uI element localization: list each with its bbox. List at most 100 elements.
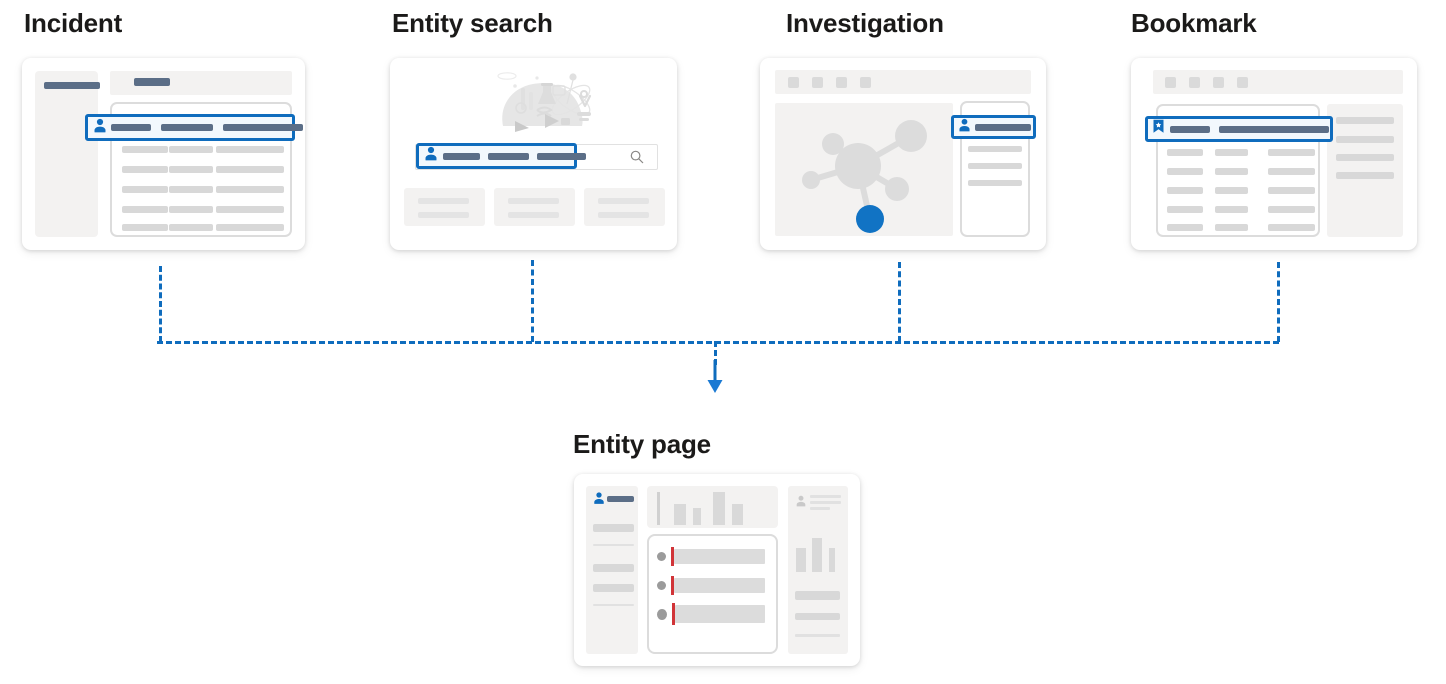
bookmark-row-cell xyxy=(1219,125,1329,133)
incident-cell xyxy=(169,186,213,193)
toolbar-icon xyxy=(812,77,823,88)
incident-cell xyxy=(122,146,168,153)
person-icon xyxy=(958,118,971,137)
toolbar-icon xyxy=(1165,77,1176,88)
incident-cell xyxy=(122,166,168,173)
entity-highlight-row-bookmark[interactable] xyxy=(1145,116,1333,142)
person-icon xyxy=(593,491,605,510)
bookmark-cell xyxy=(1167,224,1203,231)
entity-page-rail-divider xyxy=(593,544,634,546)
bookmark-cell xyxy=(1268,149,1315,156)
toolbar-icon xyxy=(1213,77,1224,88)
search-token-cell xyxy=(488,152,529,160)
entity-page-rail-divider xyxy=(593,604,634,606)
entity-page-right-rail xyxy=(788,486,848,654)
toolbar-icon xyxy=(1189,77,1200,88)
incident-nav-title-bar xyxy=(44,82,100,89)
bookmark-cell xyxy=(1167,168,1203,175)
alert-severity-tick xyxy=(671,547,674,566)
card-title-bookmark: Bookmark xyxy=(1131,8,1257,38)
bookmark-table-frame xyxy=(1156,104,1320,237)
incident-command-bar-label xyxy=(134,78,170,86)
card-title-investigation: Investigation xyxy=(786,8,944,38)
incident-cell xyxy=(169,166,213,173)
mock-card-investigation[interactable] xyxy=(760,58,1046,250)
bookmark-cell xyxy=(1268,187,1315,194)
connector-bus xyxy=(157,341,1279,344)
bookmark-cell xyxy=(1268,206,1315,213)
person-icon xyxy=(93,118,107,138)
card-title-incident: Incident xyxy=(24,8,123,38)
connector-stem-entity-search xyxy=(531,260,534,342)
mock-card-entity-page[interactable] xyxy=(574,474,860,666)
alert-row xyxy=(674,578,765,593)
side-pane-line xyxy=(1336,136,1394,143)
incident-cell xyxy=(122,206,168,213)
search-icon[interactable] xyxy=(630,150,644,169)
incident-cell xyxy=(169,146,213,153)
mock-card-incident[interactable] xyxy=(22,58,305,250)
incident-cell xyxy=(216,206,284,213)
entity-row-cell xyxy=(975,123,1031,131)
investigation-graph-canvas[interactable] xyxy=(775,103,953,236)
search-result-tile[interactable] xyxy=(404,188,485,226)
bookmark-cell xyxy=(1215,187,1248,194)
entity-page-rail-line xyxy=(593,524,634,532)
entity-page-name-bar xyxy=(607,496,634,502)
entity-page-timeline-chart xyxy=(647,486,778,528)
bookmark-cell xyxy=(1215,168,1248,175)
incident-cell xyxy=(169,224,213,231)
toolbar-icon xyxy=(836,77,847,88)
bookmark-cell xyxy=(1167,149,1203,156)
search-result-tile[interactable] xyxy=(584,188,665,226)
bookmark-cell xyxy=(1215,224,1248,231)
mock-card-bookmark[interactable] xyxy=(1131,58,1417,250)
connector-stem-incident xyxy=(159,266,162,342)
entity-highlight-row-investigation[interactable] xyxy=(951,115,1036,139)
entity-row-cell xyxy=(223,124,303,131)
toolbar-icon xyxy=(1237,77,1248,88)
bookmark-side-pane xyxy=(1327,104,1403,237)
connector-stem-entity-page xyxy=(714,341,717,365)
side-pane-line xyxy=(1336,117,1394,124)
bookmark-cell xyxy=(1167,187,1203,194)
toolbar-icon xyxy=(788,77,799,88)
alert-severity-dot xyxy=(657,581,666,590)
entity-row-cell xyxy=(161,124,213,131)
details-line xyxy=(968,180,1022,186)
person-icon xyxy=(424,146,438,166)
side-pane-line xyxy=(1336,154,1394,161)
incident-cell xyxy=(216,146,284,153)
card-title-entity-page: Entity page xyxy=(573,429,711,459)
alert-severity-tick xyxy=(671,576,674,595)
details-line xyxy=(968,163,1022,169)
entity-row-cell xyxy=(111,124,151,131)
alert-row xyxy=(675,605,765,623)
toolbar-icon xyxy=(860,77,871,88)
incident-cell xyxy=(122,224,168,231)
connector-stem-bookmark xyxy=(1277,262,1280,342)
side-pane-line xyxy=(1336,172,1394,179)
investigation-details-pane xyxy=(960,101,1030,237)
incident-cell xyxy=(216,166,284,173)
search-hero-illustration xyxy=(485,66,605,134)
alert-severity-dot xyxy=(657,552,666,561)
incident-cell xyxy=(122,186,168,193)
entity-highlight-row-incident[interactable] xyxy=(85,114,303,141)
incident-table-frame xyxy=(110,102,292,237)
alert-severity-dot xyxy=(657,609,667,620)
connector-arrow-down xyxy=(703,360,727,399)
search-token-cell xyxy=(537,152,586,160)
card-title-entity-search: Entity search xyxy=(392,8,553,38)
alert-severity-tick xyxy=(672,603,675,625)
bookmark-cell xyxy=(1268,168,1315,175)
entity-highlight-search-token[interactable] xyxy=(416,143,586,169)
search-result-tile[interactable] xyxy=(494,188,575,226)
bookmark-cell xyxy=(1215,206,1248,213)
bookmark-cell xyxy=(1268,224,1315,231)
incident-side-nav xyxy=(35,71,98,237)
incident-cell xyxy=(216,186,284,193)
search-token-cell xyxy=(443,152,480,160)
alert-row xyxy=(674,549,765,564)
entity-page-rail-line xyxy=(593,564,634,572)
